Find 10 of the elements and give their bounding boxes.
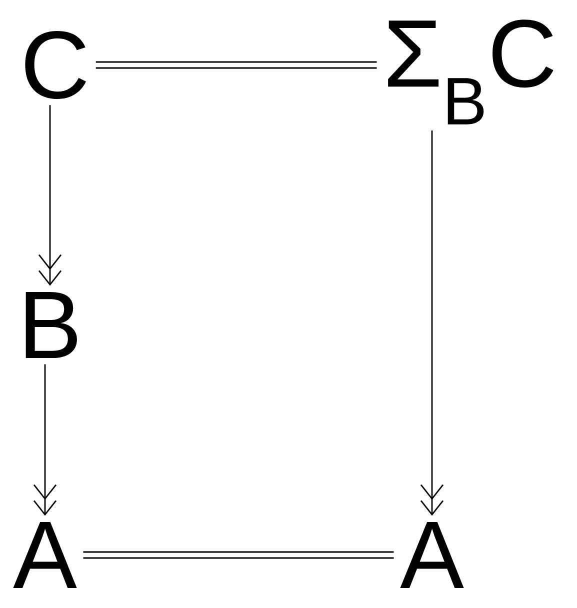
equals-line — [95, 61, 378, 69]
equals-line — [82, 551, 394, 559]
arrow — [38, 105, 62, 286]
letter: A — [400, 522, 464, 588]
letter: B — [26, 292, 77, 358]
letter: C — [25, 31, 86, 99]
letter: Σ$_{B}$C — [388, 20, 554, 124]
letter: A — [13, 522, 77, 588]
arrow — [33, 364, 57, 516]
arrow — [420, 130, 444, 516]
